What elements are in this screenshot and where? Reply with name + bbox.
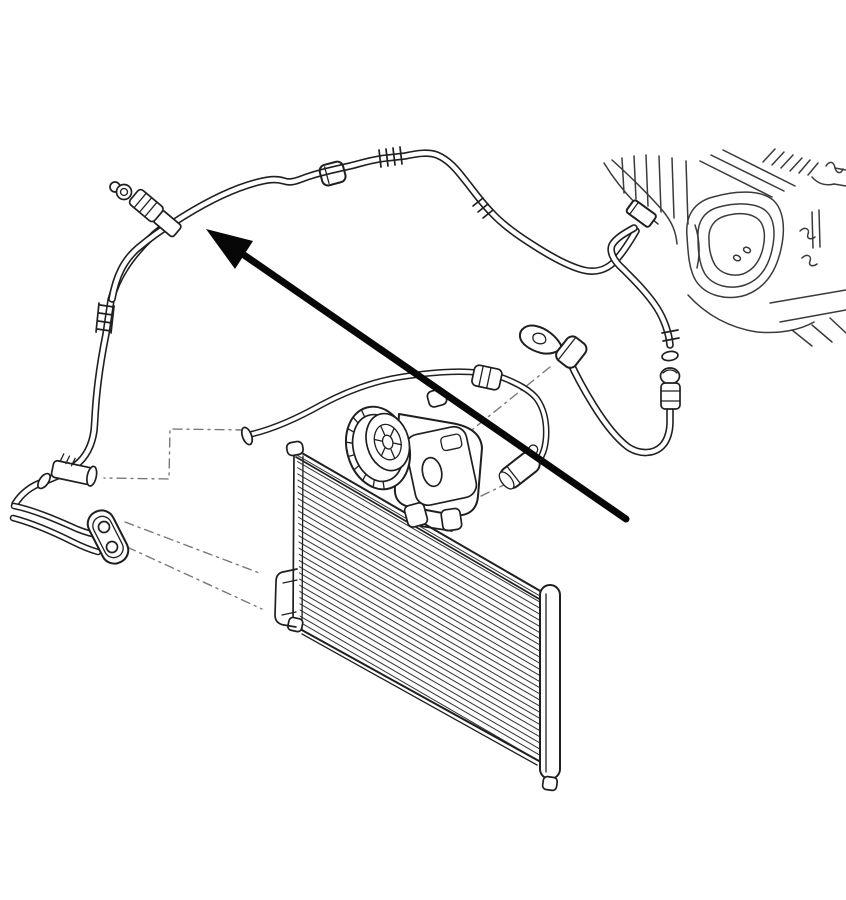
crimp-ferrule (661, 329, 680, 342)
crimp-ferrule (472, 197, 494, 219)
compressor-port-oval (421, 456, 443, 488)
condenser-foot (541, 775, 559, 792)
arrow-shaft (240, 251, 630, 523)
line-clamp-bracket (318, 160, 347, 187)
refrigerant-line-lower-left (9, 224, 166, 565)
bulkhead-flange-fitting (625, 199, 657, 228)
condenser-fins (297, 452, 542, 760)
pointer-arrow (206, 229, 630, 523)
dual-port-manifold-flange (86, 509, 130, 565)
screw-head (742, 246, 752, 254)
clutch-plate (365, 412, 411, 472)
condenser-side-bracket (274, 568, 298, 628)
ac-compressor (345, 388, 483, 532)
line-end-cap (240, 426, 254, 446)
stub-port-fitting (50, 453, 98, 487)
pulley-spokes (373, 425, 402, 460)
crimp-ferrule (95, 302, 115, 334)
line-end-cap (661, 350, 679, 362)
hose-clamp (555, 335, 588, 369)
left-branch-line (11, 224, 166, 508)
service-port-valve (109, 181, 182, 238)
condenser-side-tank (539, 584, 561, 780)
condenser (274, 440, 561, 792)
screw-head (732, 254, 742, 262)
refrigerant-line-right (518, 224, 681, 457)
mounting-hook-tab (518, 324, 562, 355)
arrow-head (206, 229, 253, 269)
vehicle-front-body-outline (603, 148, 846, 347)
hatch-shading (762, 148, 819, 176)
condenser-top-cap (285, 440, 304, 457)
line-coupling-nut (659, 367, 681, 410)
crimp-ferrule (378, 146, 403, 168)
refrigerant-line-top (108, 146, 657, 303)
compressor-port-slot (440, 433, 463, 452)
mounting-lug (403, 502, 429, 528)
grille-slats (621, 154, 689, 225)
top-line (108, 149, 640, 303)
mounting-lug (440, 507, 463, 532)
elbow-ring (37, 472, 51, 490)
crimp-joint (471, 364, 503, 391)
compressor-pulley (345, 405, 411, 491)
headlamp-opening (686, 191, 785, 299)
condenser-foot (287, 616, 304, 633)
refrigerant-line-middle (240, 364, 550, 490)
